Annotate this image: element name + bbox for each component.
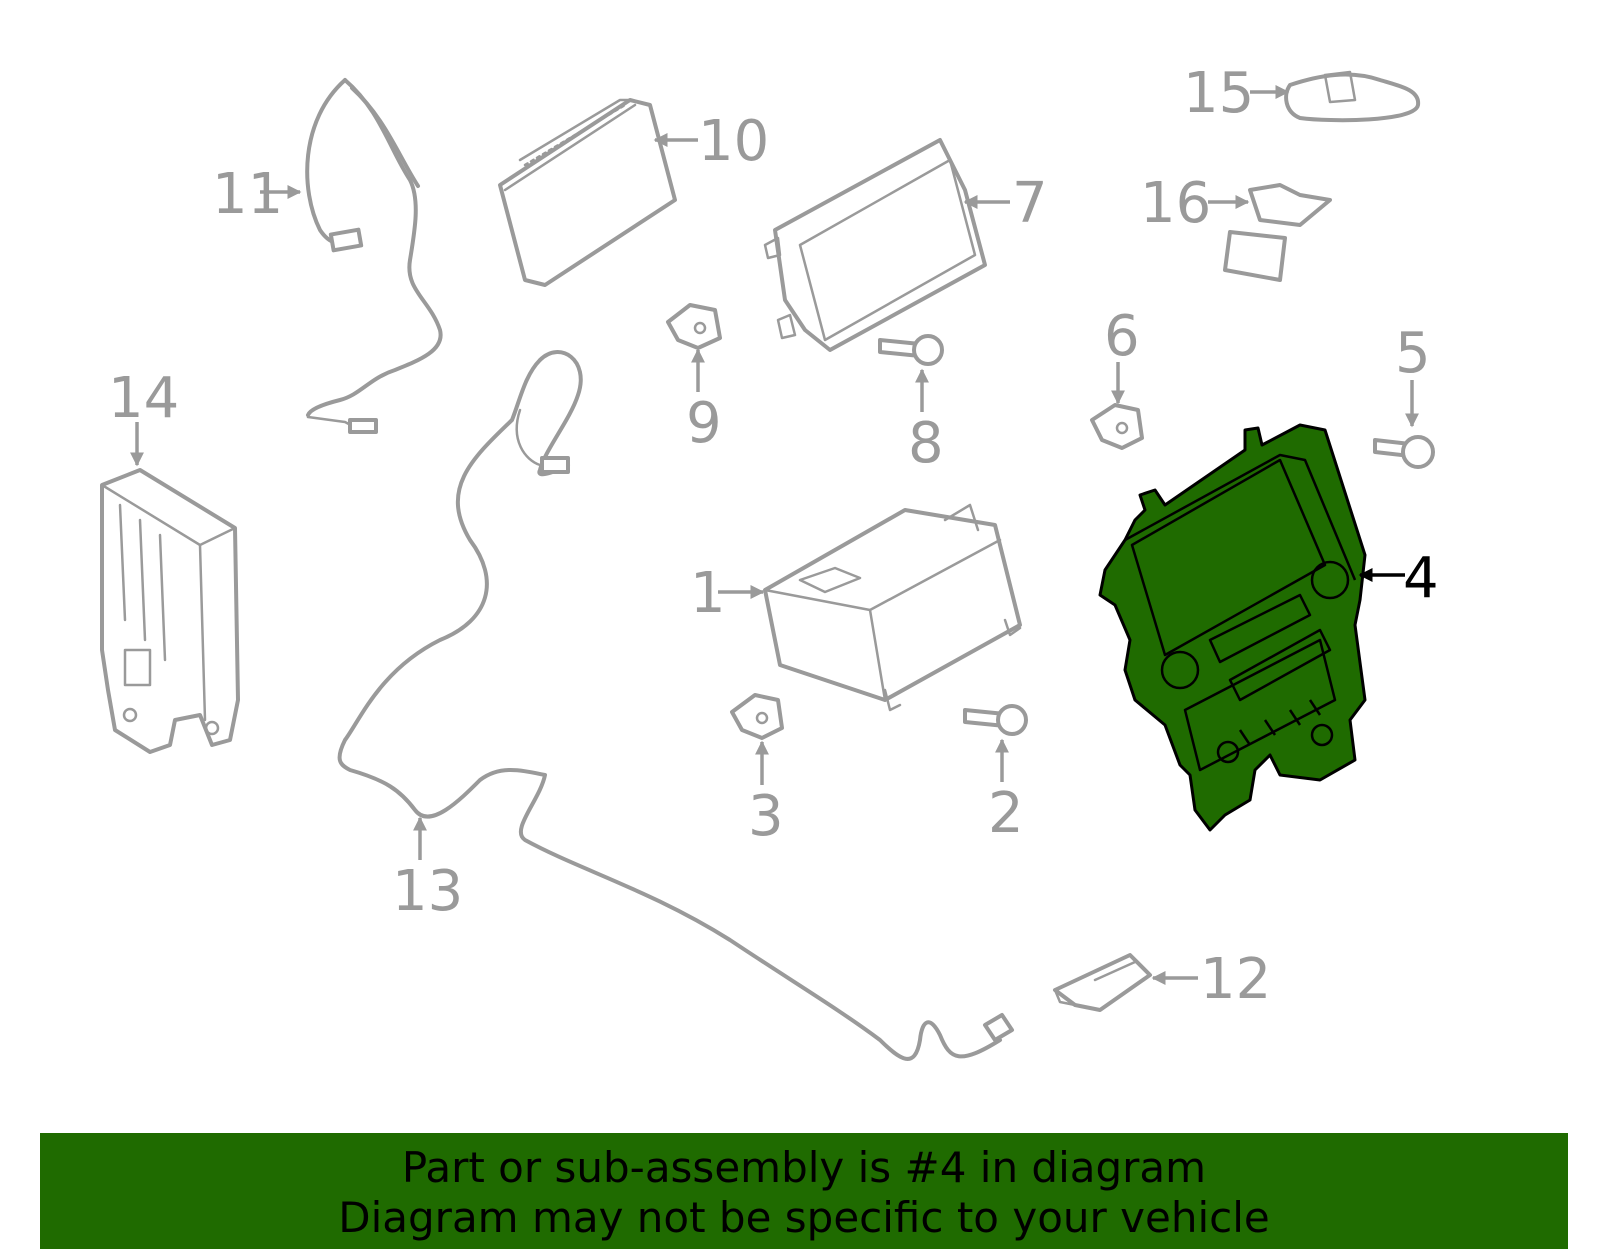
banner-line-1: Part or sub-assembly is #4 in diagram [401,1143,1207,1192]
callout-16: 16 [1140,171,1211,236]
callout-labels: 11 10 7 9 8 14 1 3 2 6 5 15 16 12 13 4 [108,61,1439,1012]
part-16-connector[interactable] [1223,183,1332,282]
part-2-bolt[interactable] [963,704,1028,736]
part-8-bolt[interactable] [878,334,944,366]
part-10-module[interactable] [498,98,677,287]
part-15-connector[interactable] [1284,70,1421,123]
callout-8: 8 [908,411,944,476]
callout-2: 2 [988,781,1024,846]
callout-9: 9 [686,391,722,456]
info-banner: Part or sub-assembly is #4 in diagram Di… [40,1133,1568,1249]
leader-arrows [130,85,1419,985]
callout-11: 11 [212,162,283,227]
part-4-bezel-highlighted[interactable] [1098,423,1367,832]
banner-line-2: Diagram may not be specific to your vehi… [338,1193,1270,1242]
part-7-display[interactable] [763,138,987,352]
callout-1: 1 [690,561,726,626]
part-9-clip[interactable] [666,303,722,350]
part-13-cable[interactable] [337,350,1014,1061]
callout-13: 13 [392,859,463,924]
callout-15: 15 [1183,61,1254,126]
callout-10: 10 [698,109,769,174]
part-12-connector[interactable] [1053,953,1152,1012]
part-14-bracket[interactable] [100,468,240,754]
part-11-cable[interactable] [305,78,443,434]
callout-3: 3 [748,784,784,849]
part-6-clip[interactable] [1090,403,1144,450]
callout-5: 5 [1395,321,1431,386]
callout-4: 4 [1403,546,1439,611]
part-5-bolt[interactable] [1373,435,1435,469]
callout-7: 7 [1012,171,1048,236]
callout-6: 6 [1104,304,1140,369]
part-1-radio[interactable] [763,503,1022,712]
part-3-clip[interactable] [730,693,784,740]
callout-12: 12 [1200,947,1271,1012]
callout-14: 14 [108,366,179,431]
